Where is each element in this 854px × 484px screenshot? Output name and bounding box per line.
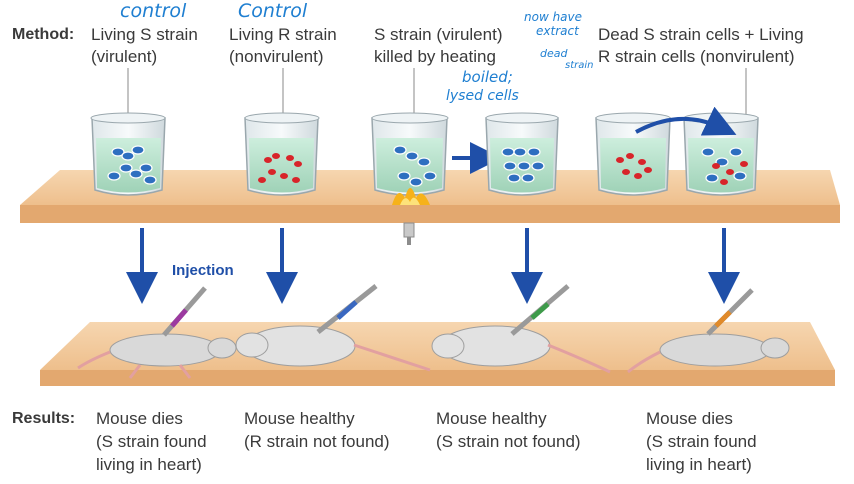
s-cells-3 bbox=[393, 145, 437, 187]
annotation-extract-line3: dead bbox=[540, 47, 568, 60]
method-4-line2: R strain cells (nonvirulent) bbox=[598, 47, 795, 66]
result-2-line2: (R strain not found) bbox=[244, 432, 390, 451]
method-label: Method: bbox=[12, 26, 75, 43]
annotation-control-1: control bbox=[120, 0, 187, 22]
label-leader-lines bbox=[127, 68, 747, 118]
method-3-line2: killed by heating bbox=[374, 47, 496, 66]
method-4-line1: Dead S strain cells + Living bbox=[598, 25, 804, 44]
mouse-dead-4 bbox=[627, 333, 790, 374]
r-cells-5 bbox=[616, 153, 652, 179]
annotation-boiled-line2: lysed cells bbox=[446, 88, 519, 104]
beaker-r-strain-mix bbox=[595, 112, 671, 196]
result-3-line1: Mouse healthy bbox=[436, 409, 547, 428]
result-1-line3: living in heart) bbox=[96, 455, 202, 474]
pour-arrow bbox=[635, 106, 737, 136]
s-cells-4 bbox=[501, 147, 545, 183]
mouse-dead-1 bbox=[77, 333, 237, 379]
injection-arrows bbox=[126, 228, 740, 304]
method-2-line1: Living R strain bbox=[229, 25, 337, 44]
method-2-line2: (nonvirulent) bbox=[229, 47, 324, 66]
method-1-line1: Living S strain bbox=[91, 25, 198, 44]
method-3-line1: S strain (virulent) bbox=[374, 25, 503, 44]
annotation-extract-line2: extract bbox=[536, 24, 579, 38]
r-cells-2 bbox=[258, 153, 302, 183]
result-3-line2: (S strain not found) bbox=[436, 432, 581, 451]
annotation-boiled-line1: boiled; bbox=[462, 68, 513, 86]
flame-icon bbox=[392, 188, 430, 245]
mixed-cells bbox=[701, 147, 748, 185]
result-1-line1: Mouse dies bbox=[96, 409, 183, 428]
syringe-2 bbox=[316, 284, 378, 334]
result-4-line1: Mouse dies bbox=[646, 409, 733, 428]
results-label: Results: bbox=[12, 410, 76, 427]
annotation-extract-line4: strain bbox=[565, 60, 594, 71]
result-2-line1: Mouse healthy bbox=[244, 409, 355, 428]
method-1-line2: (virulent) bbox=[91, 47, 158, 66]
result-4-line3: living in heart) bbox=[646, 455, 752, 474]
annotation-control-2: Control bbox=[238, 0, 308, 22]
result-4-line2: (S strain found bbox=[646, 432, 757, 451]
syringe-1 bbox=[162, 286, 207, 337]
mouse-healthy-3 bbox=[431, 325, 611, 374]
mouse-healthy-2 bbox=[235, 325, 431, 372]
beaker-r-strain bbox=[244, 112, 320, 196]
annotation-extract-line1: now have bbox=[524, 10, 583, 24]
syringe-4 bbox=[706, 288, 754, 336]
s-cells-1 bbox=[107, 145, 157, 185]
result-1-line2: (S strain found bbox=[96, 432, 207, 451]
injection-label: Injection bbox=[172, 262, 234, 279]
syringe-3 bbox=[510, 284, 570, 336]
